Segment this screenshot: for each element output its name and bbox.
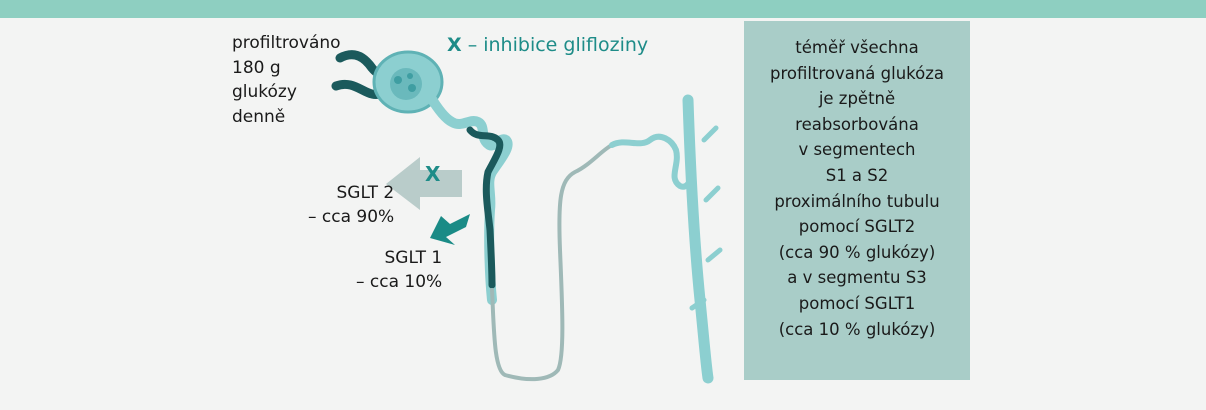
sglt1-arrow	[430, 214, 470, 245]
info-text: téměř všechna profiltrovaná glukóza je z…	[744, 35, 970, 342]
loop-of-henle	[492, 145, 612, 379]
arrow-inhibition-mark: X	[425, 162, 440, 186]
sglt1-label: SGLT 1 – cca 10%	[356, 246, 442, 294]
glomerulus	[390, 68, 422, 100]
distal-tubule	[612, 137, 692, 187]
info-box: téměř všechna profiltrovaná glukóza je z…	[744, 21, 970, 380]
sglt2-arrow	[386, 157, 462, 210]
filtered-glucose-label: profiltrováno 180 g glukózy denně	[232, 31, 341, 129]
inhibition-mark: X	[447, 34, 462, 56]
gliflozin-inhibition-label: X – inhibice glifloziny	[447, 33, 648, 57]
sglt2-label: SGLT 2 – cca 90%	[308, 181, 394, 229]
